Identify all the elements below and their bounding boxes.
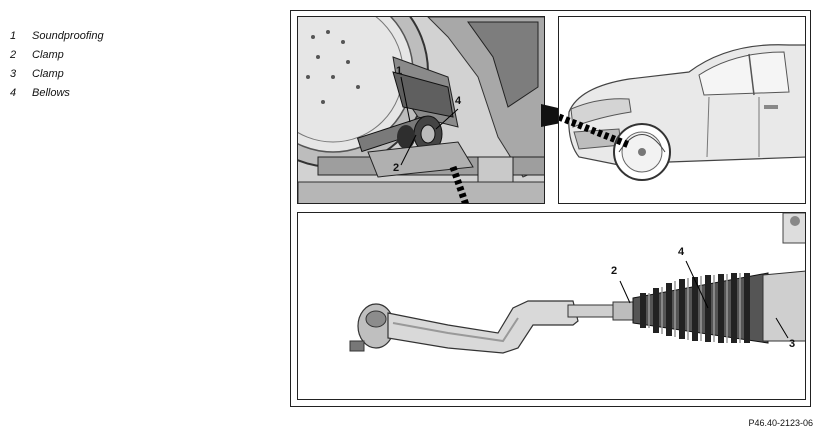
tie-rod-detail-panel: 2 4 3 [297,212,806,400]
callout-bellows: 4 [455,95,462,107]
bellows-illustration [632,272,769,344]
underbody-illustration [298,17,544,203]
underbody-detail-panel: 1 2 4 [297,16,545,204]
callout-soundproofing: 1 [396,65,403,77]
legend-number: 4 [10,87,17,99]
callout-clamp: 2 [611,265,618,277]
legend-label: Bellows [32,87,70,99]
legend-number: 1 [10,30,17,42]
figure-frame: 1 2 4 [290,10,811,407]
callout-clamp: 2 [393,162,400,174]
legend-item: 4 Bellows [10,84,104,103]
legend-item: 2 Clamp [10,46,104,65]
figure-code: P46.40-2123-06 [748,418,813,428]
legend-list: 1 Soundproofing 2 Clamp 3 Clamp 4 Bellow… [10,27,104,103]
tie-rod-illustration [298,213,805,399]
legend-label: Clamp [32,49,64,61]
legend-item: 1 Soundproofing [10,27,104,46]
legend-label: Soundproofing [32,30,104,42]
legend-number: 3 [10,68,17,80]
legend-label: Clamp [32,68,64,80]
callout-clamp: 3 [789,338,796,350]
legend-number: 2 [10,49,17,61]
vehicle-location-panel [558,16,806,204]
callout-bellows: 4 [678,246,685,258]
legend-item: 3 Clamp [10,65,104,84]
vehicle-illustration [559,17,805,203]
